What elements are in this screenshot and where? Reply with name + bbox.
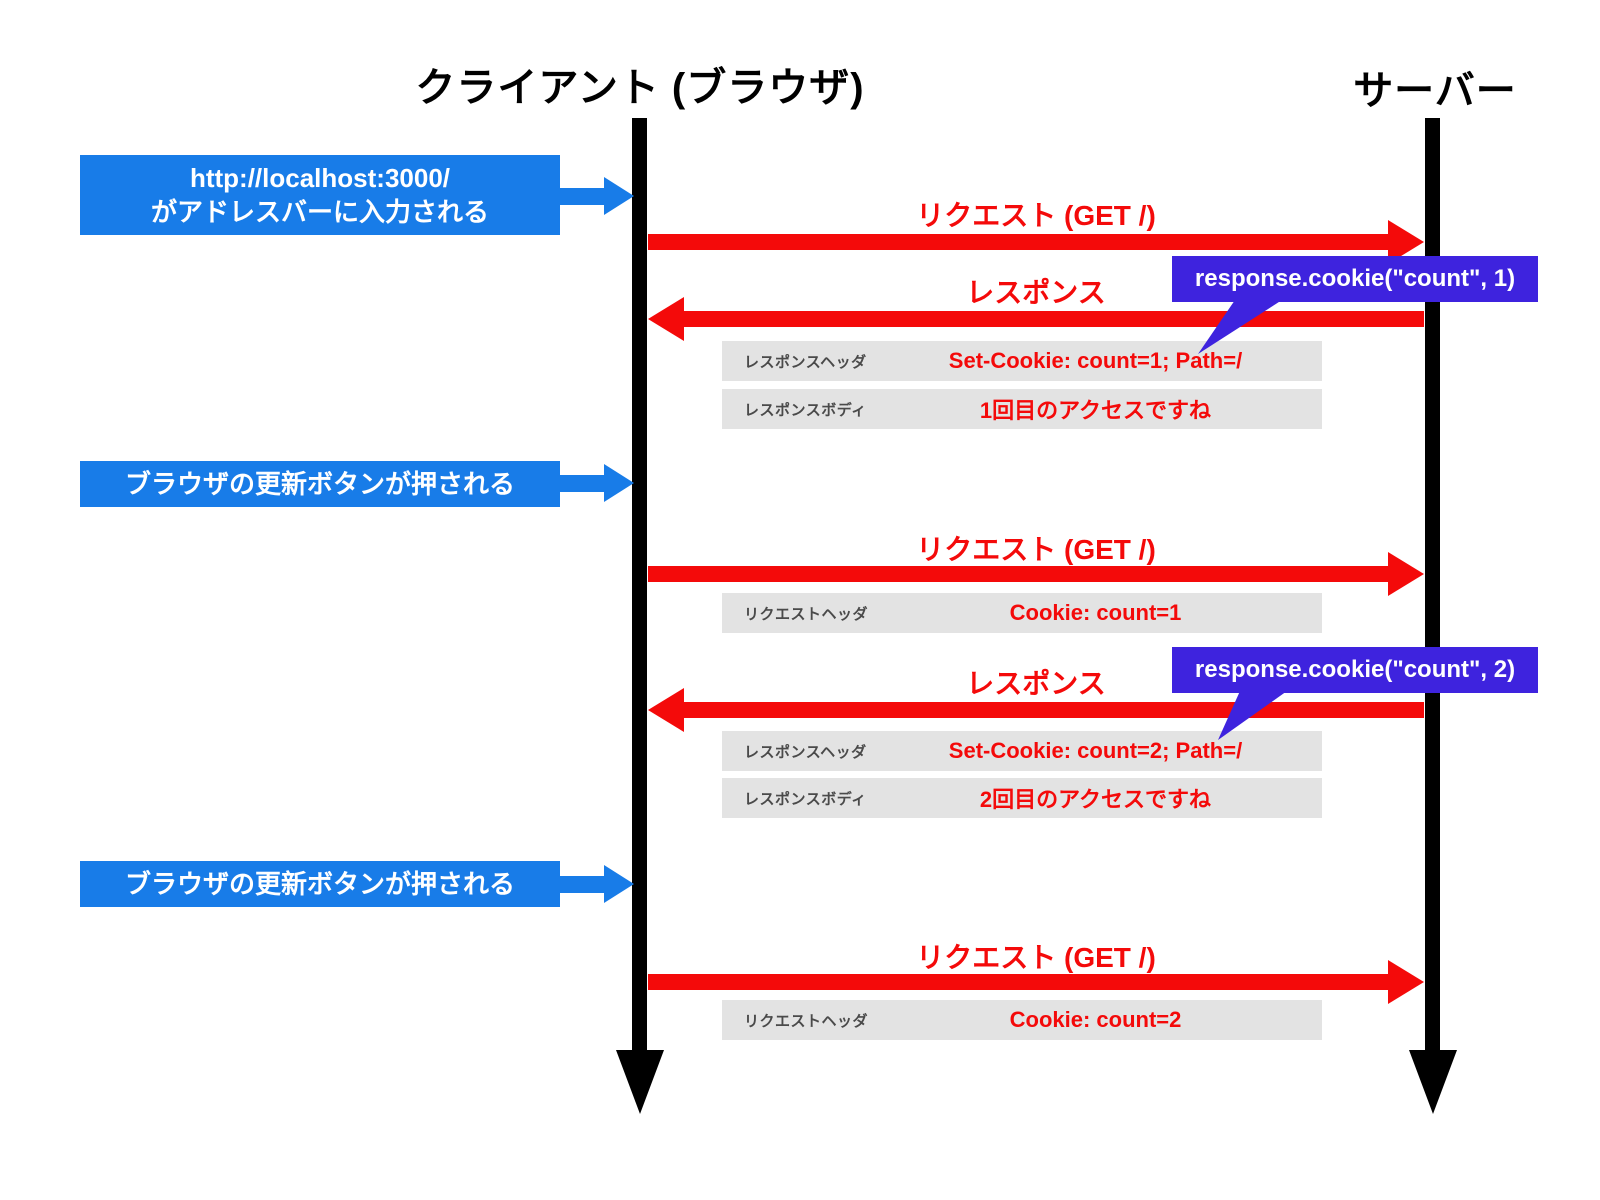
row-label: リクエストヘッダ (744, 1012, 869, 1030)
response1-arrow-icon (648, 297, 684, 341)
request1-arrow-shaft (648, 234, 1390, 250)
row-value: Set-Cookie: count=2; Path=/ (948, 738, 1243, 763)
request3-header-row: リクエストヘッダ Cookie: count=2 (722, 1000, 1322, 1040)
response2-label: レスポンス (966, 668, 1106, 699)
event1-arrow-shaft (558, 188, 606, 205)
row-value: Cookie: count=1 (1009, 600, 1182, 625)
event-refresh-2: ブラウザの更新ボタンが押される (80, 861, 560, 907)
event-url-line2: がアドレスバーに入力される (150, 197, 489, 227)
client-lifeline-arrowhead-icon (616, 1050, 664, 1114)
row-label: レスポンスヘッダ (744, 743, 867, 761)
event-refresh-1: ブラウザの更新ボタンが押される (80, 461, 560, 507)
server-lifeline-arrowhead-icon (1409, 1050, 1457, 1114)
request3-label: リクエスト (GET /) (916, 942, 1156, 973)
annotation-set-cookie-2: response.cookie("count", 2) (1172, 647, 1538, 693)
request2-header-row: リクエストヘッダ Cookie: count=1 (722, 593, 1322, 633)
response2-body-row: レスポンスボディ 2回目のアクセスですね (722, 778, 1322, 818)
row-value: Cookie: count=2 (1009, 1007, 1182, 1032)
request1-label: リクエスト (GET /) (916, 200, 1156, 231)
client-actor-title: クライアント (ブラウザ) (415, 66, 865, 110)
event2-arrow-shaft (558, 475, 606, 492)
response2-arrow-icon (648, 688, 684, 732)
client-lifeline (632, 118, 647, 1052)
request2-arrow-icon (1388, 552, 1424, 596)
annotation-set-cookie-1: response.cookie("count", 1) (1172, 256, 1538, 302)
row-label: レスポンスヘッダ (744, 353, 867, 371)
annotation1-tail-icon (1198, 300, 1282, 354)
row-value: Set-Cookie: count=1; Path=/ (948, 348, 1243, 373)
row-label: レスポンスボディ (744, 790, 867, 808)
row-label: リクエストヘッダ (744, 605, 869, 623)
request3-arrow-icon (1388, 960, 1424, 1004)
event-refresh-1-text: ブラウザの更新ボタンが押される (124, 469, 515, 499)
event-url-line1: http://localhost:3000/ (189, 163, 451, 193)
event3-arrow-icon (604, 865, 634, 903)
event-refresh-2-text: ブラウザの更新ボタンが押される (124, 869, 515, 899)
row-value: 1回目のアクセスですね (979, 398, 1212, 423)
request2-label: リクエスト (GET /) (916, 534, 1156, 565)
event-url-entered: http://localhost:3000/ がアドレスバーに入力される (80, 155, 560, 235)
response1-label: レスポンス (966, 277, 1106, 308)
response2-arrow-shaft (682, 702, 1424, 718)
response1-arrow-shaft (682, 311, 1424, 327)
response2-header-row: レスポンスヘッダ Set-Cookie: count=2; Path=/ (722, 731, 1322, 771)
server-actor-title: サーバー (1353, 69, 1517, 113)
event2-arrow-icon (604, 464, 634, 502)
event3-arrow-shaft (558, 876, 606, 893)
request3-arrow-shaft (648, 974, 1390, 990)
request2-arrow-shaft (648, 566, 1390, 582)
event1-arrow-icon (604, 177, 634, 215)
row-label: レスポンスボディ (744, 401, 867, 419)
annotation2-tail-icon (1218, 691, 1287, 740)
row-value: 2回目のアクセスですね (979, 787, 1212, 812)
response1-body-row: レスポンスボディ 1回目のアクセスですね (722, 389, 1322, 429)
response1-header-row: レスポンスヘッダ Set-Cookie: count=1; Path=/ (722, 341, 1322, 381)
server-lifeline (1425, 118, 1440, 1052)
